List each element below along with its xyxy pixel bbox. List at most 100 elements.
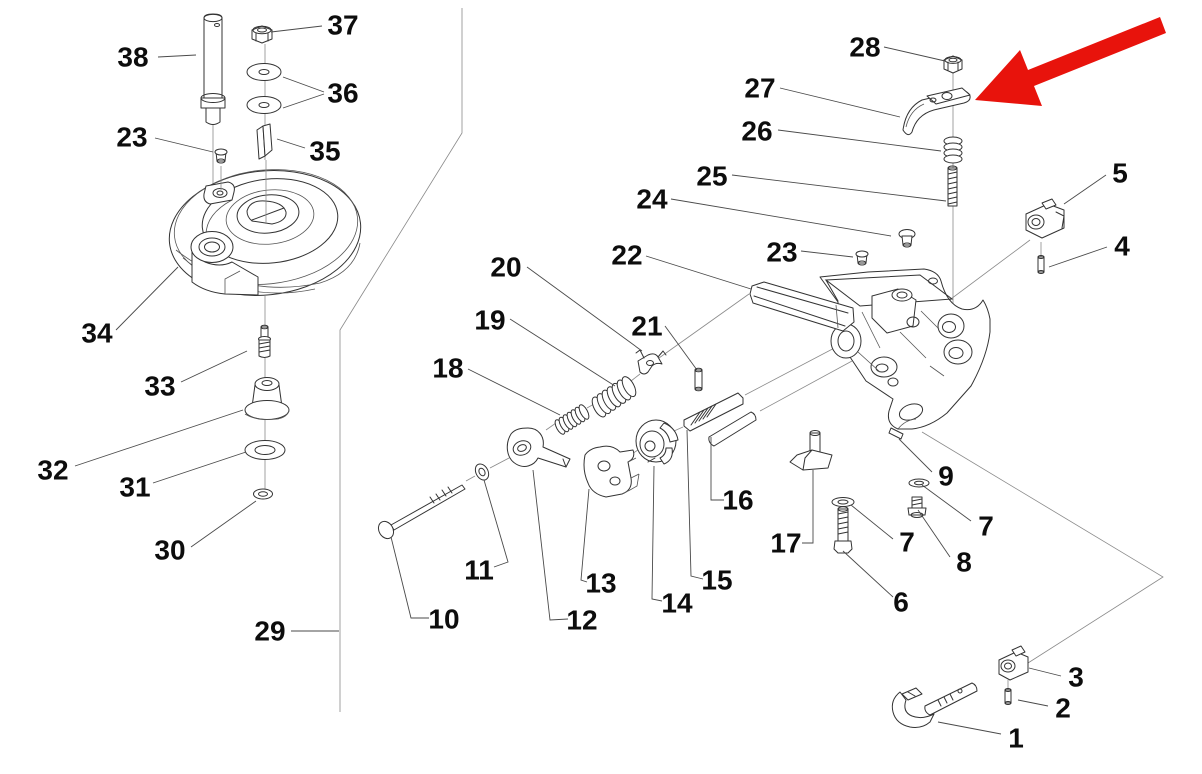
leader-line-11 bbox=[483, 479, 509, 568]
part-label-7: 7 bbox=[899, 527, 915, 558]
part-14-cam bbox=[635, 419, 679, 465]
part-11-washer bbox=[474, 463, 490, 481]
part-label-22: 22 bbox=[611, 240, 642, 271]
part-label-5: 5 bbox=[1112, 158, 1128, 189]
leader-lines bbox=[74, 25, 1108, 735]
part-label-30: 30 bbox=[154, 535, 185, 566]
part-26-spring bbox=[943, 136, 963, 164]
axis-f bbox=[658, 293, 750, 359]
cover-side-bracket bbox=[191, 251, 259, 296]
part-30-washer-small bbox=[253, 488, 273, 500]
leader-line-30 bbox=[190, 500, 257, 548]
leader-line-31 bbox=[152, 451, 247, 484]
part-2-pin bbox=[1004, 688, 1012, 705]
cover-boss bbox=[190, 231, 234, 263]
part-3-swivel-block-lower bbox=[998, 645, 1029, 681]
part-20-yoke bbox=[635, 349, 667, 375]
leader-line-37 bbox=[270, 25, 323, 33]
part-17-wing-knob bbox=[789, 430, 833, 471]
part-label-38: 38 bbox=[117, 42, 148, 73]
part-16-rod bbox=[708, 411, 757, 447]
part-31-washer bbox=[244, 440, 286, 460]
leader-line-5 bbox=[1063, 174, 1107, 205]
leader-line-15 bbox=[686, 429, 704, 580]
leader-line-2 bbox=[1017, 699, 1049, 707]
part-label-13: 13 bbox=[585, 568, 616, 599]
part-28-nut bbox=[943, 55, 963, 74]
leader-line-28 bbox=[883, 46, 946, 62]
part-15-shaft bbox=[683, 392, 744, 432]
leader-line-8 bbox=[917, 509, 951, 558]
part-label-14: 14 bbox=[661, 588, 693, 619]
section-divider-line bbox=[339, 8, 463, 712]
part-label-15: 15 bbox=[701, 565, 732, 596]
leader-line-26 bbox=[777, 129, 942, 152]
part-label-27: 27 bbox=[744, 73, 775, 104]
part-13-bracket-plate bbox=[583, 445, 640, 498]
housing-beam bbox=[749, 281, 855, 332]
part-label-17: 17 bbox=[770, 528, 801, 559]
part-label-36: 36 bbox=[327, 78, 358, 109]
part-label-35: 35 bbox=[309, 136, 340, 167]
part-label-3: 3 bbox=[1068, 662, 1084, 693]
leader-line-27 bbox=[779, 87, 901, 118]
leader-line-35 bbox=[276, 138, 306, 149]
part-6-screw-long bbox=[833, 506, 853, 554]
leader-line-36 bbox=[282, 93, 325, 109]
leader-line-18 bbox=[467, 368, 561, 416]
part-label-31: 31 bbox=[119, 472, 150, 503]
leader-line-32 bbox=[74, 409, 244, 467]
leader-line-33 bbox=[180, 350, 248, 383]
leader-line-16 bbox=[710, 437, 724, 501]
part-label-32: 32 bbox=[37, 455, 68, 486]
leader-line-9 bbox=[898, 438, 933, 473]
part-label-16: 16 bbox=[722, 485, 753, 516]
leader-line-6 bbox=[842, 550, 894, 598]
leader-line-24 bbox=[670, 198, 892, 237]
part-label-26: 26 bbox=[741, 116, 772, 147]
leader-line-19 bbox=[509, 318, 616, 387]
leader-line-20 bbox=[526, 266, 643, 352]
part-4-pin bbox=[1037, 255, 1045, 274]
part-label-6: 6 bbox=[893, 587, 909, 618]
part-label-8: 8 bbox=[956, 547, 972, 578]
part-label-11: 11 bbox=[464, 555, 494, 586]
leader-line-13 bbox=[580, 488, 590, 583]
axis-a bbox=[465, 475, 476, 482]
leader-line-22 bbox=[645, 255, 752, 290]
part-8-screw-short bbox=[907, 496, 927, 518]
leader-line-14 bbox=[651, 465, 663, 602]
part-35-key-wedge bbox=[256, 123, 273, 160]
leader-line-17 bbox=[802, 470, 814, 544]
part-38-pivot-pin bbox=[200, 13, 226, 125]
part-22-housing bbox=[819, 268, 991, 430]
part-label-12: 12 bbox=[566, 605, 597, 636]
part-label-37: 37 bbox=[327, 10, 358, 41]
highlight-arrow bbox=[975, 17, 1166, 106]
leader-line-25 bbox=[731, 174, 947, 202]
leader-line-4 bbox=[1048, 246, 1108, 268]
part-7-washer-right bbox=[908, 478, 930, 488]
assembly-axis-line bbox=[921, 431, 1164, 664]
leader-line-10 bbox=[390, 536, 429, 619]
leader-line-1 bbox=[937, 721, 1002, 735]
part-label-2: 2 bbox=[1055, 693, 1071, 724]
part-34-starter-cover bbox=[168, 169, 362, 296]
part-36-washers bbox=[246, 63, 282, 114]
part-23-screw-left bbox=[214, 148, 228, 164]
part-label-23: 23 bbox=[116, 122, 147, 153]
part-label-19: 19 bbox=[474, 305, 505, 336]
leader-line-36 bbox=[282, 76, 325, 93]
part-7-washer-left bbox=[831, 497, 855, 507]
axis-rod16 bbox=[759, 360, 853, 412]
leader-line-21 bbox=[664, 325, 698, 371]
part-25-stud bbox=[947, 165, 958, 207]
leader-line-7 bbox=[850, 504, 894, 540]
leader-line-3 bbox=[1028, 667, 1062, 677]
leader-line-38 bbox=[157, 54, 197, 58]
part-33-stud bbox=[258, 324, 271, 358]
